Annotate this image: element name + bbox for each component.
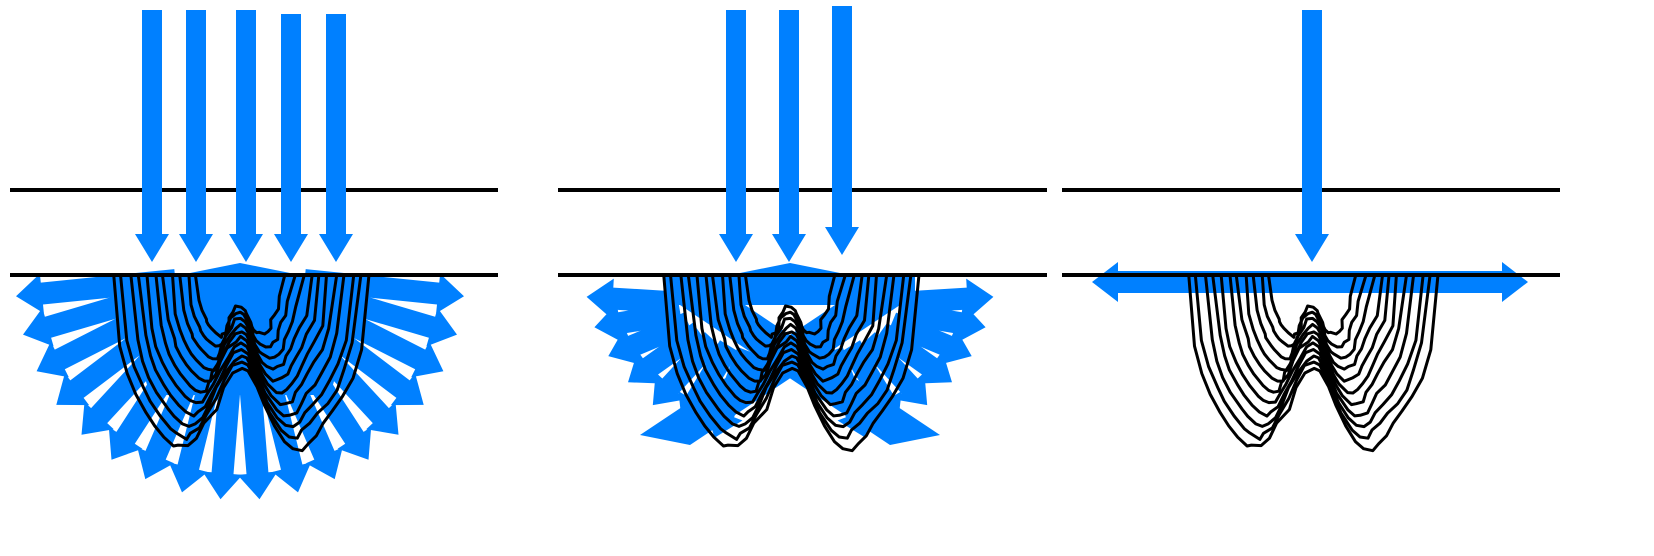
incident-arrows xyxy=(719,6,859,262)
